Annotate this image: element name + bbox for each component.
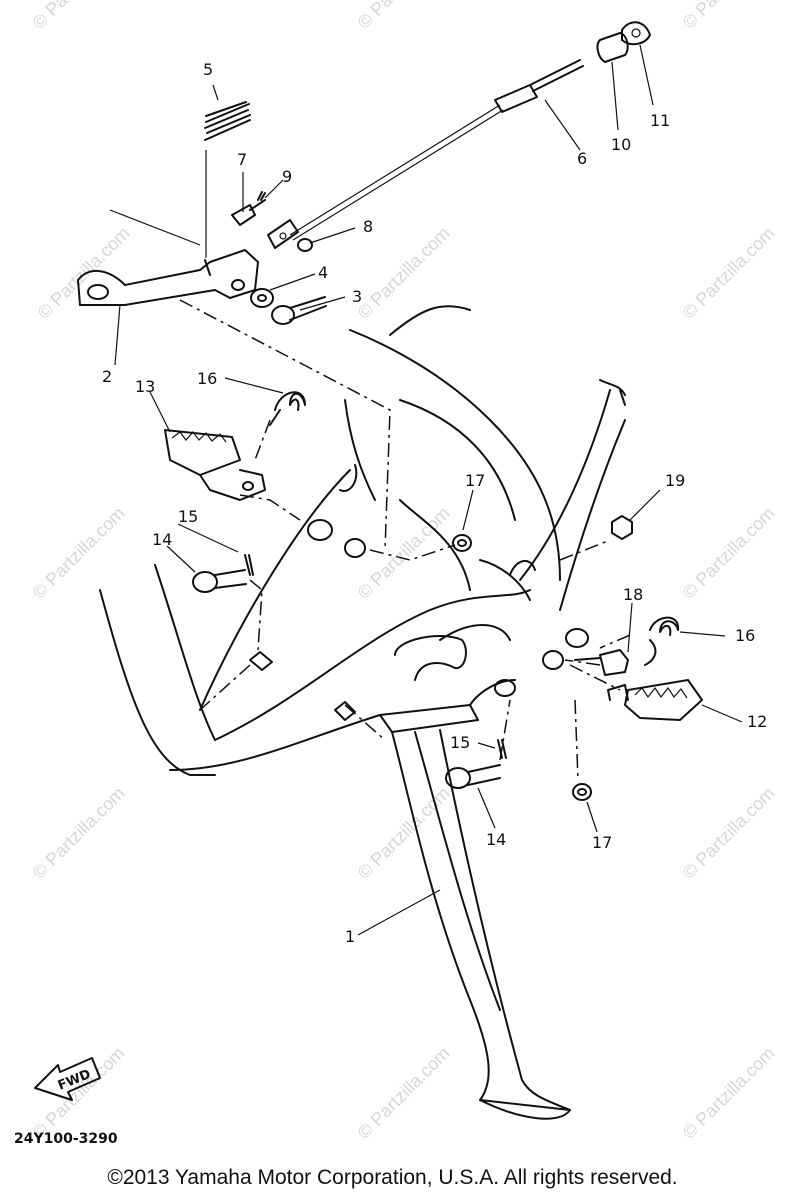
brake-rod-part-6 (267, 59, 584, 249)
watermark: © Partzilla.com (29, 0, 129, 33)
frame (99, 305, 626, 776)
watermark: © Partzilla.com (679, 0, 779, 33)
pivot-bracket (249, 519, 589, 721)
callout-15: 15 (450, 733, 470, 752)
washer-part-4 (250, 288, 274, 308)
callout-17: 17 (465, 471, 485, 490)
callout-16: 16 (197, 369, 217, 388)
joint-part-10 (596, 32, 629, 63)
watermark: © Partzilla.com (679, 783, 779, 883)
collar-part-17-right (572, 783, 592, 801)
watermark: © Partzilla.com (29, 503, 129, 603)
callout-9: 9 (282, 167, 292, 186)
watermark: © Partzilla.com (679, 223, 779, 323)
callout-2: 2 (102, 367, 112, 386)
assembly-lines (179, 299, 631, 781)
callout-18: 18 (623, 585, 643, 604)
callout-19: 19 (665, 471, 685, 490)
callout-11: 11 (650, 111, 670, 130)
callout-6: 6 (577, 149, 587, 168)
nut-part-19 (611, 515, 633, 540)
footrest-part-12 (607, 679, 703, 721)
callout-1: 1 (345, 927, 355, 946)
cotter-pin-part-9 (257, 191, 266, 201)
callout-13: 13 (135, 377, 155, 396)
leader-lines (109, 44, 743, 936)
brake-pedal (77, 249, 259, 306)
callout-17: 17 (592, 833, 612, 852)
watermark: © Partzilla.com (354, 783, 454, 883)
pivot-pin-part-14-right (445, 764, 501, 789)
callout-3: 3 (352, 287, 362, 306)
collar-part-17-left (452, 534, 472, 552)
watermark: © Partzilla.com (354, 1043, 454, 1143)
bolt-part-3 (271, 296, 327, 325)
callout-8: 8 (363, 217, 373, 236)
footrest-part-13 (164, 429, 266, 501)
watermark: © Partzilla.com (29, 783, 129, 883)
callout-14: 14 (486, 830, 506, 849)
callout-4: 4 (318, 263, 328, 282)
spring-part-5 (204, 101, 251, 141)
watermark: © Partzilla.com (34, 223, 134, 323)
cotter-pin-part-15-left (244, 554, 254, 576)
watermark: © Partzilla.com (29, 1043, 129, 1143)
callout-14: 14 (152, 530, 172, 549)
diagram-code: 24Y100-3290 (14, 1131, 118, 1147)
bolt-part-18 (574, 649, 629, 676)
nut-part-11 (621, 21, 651, 46)
callout-12: 12 (747, 712, 767, 731)
spring-part-16-left (269, 391, 306, 426)
watermark: © Partzilla.com (679, 503, 779, 603)
watermark: © Partzilla.com (679, 1043, 779, 1143)
callout-15: 15 (178, 507, 198, 526)
callout-16: 16 (735, 626, 755, 645)
pivot-pin-part-14-left (192, 569, 247, 593)
spring-part-16-right (644, 616, 680, 666)
copyright-notice: ©2013 Yamaha Motor Corporation, U.S.A. A… (107, 1166, 678, 1189)
nut-part-8 (297, 238, 313, 252)
callout-7: 7 (237, 150, 247, 169)
watermark: © Partzilla.com (354, 503, 454, 603)
callout-labels: 1 2 3 4 5 6 7 8 9 10 11 12 13 14 14 15 1… (102, 60, 767, 946)
callout-10: 10 (611, 135, 631, 154)
side-stand (379, 634, 571, 1120)
clevis-pin-part-7 (231, 199, 266, 226)
callout-5: 5 (203, 60, 213, 79)
watermark: © Partzilla.com (354, 0, 454, 33)
